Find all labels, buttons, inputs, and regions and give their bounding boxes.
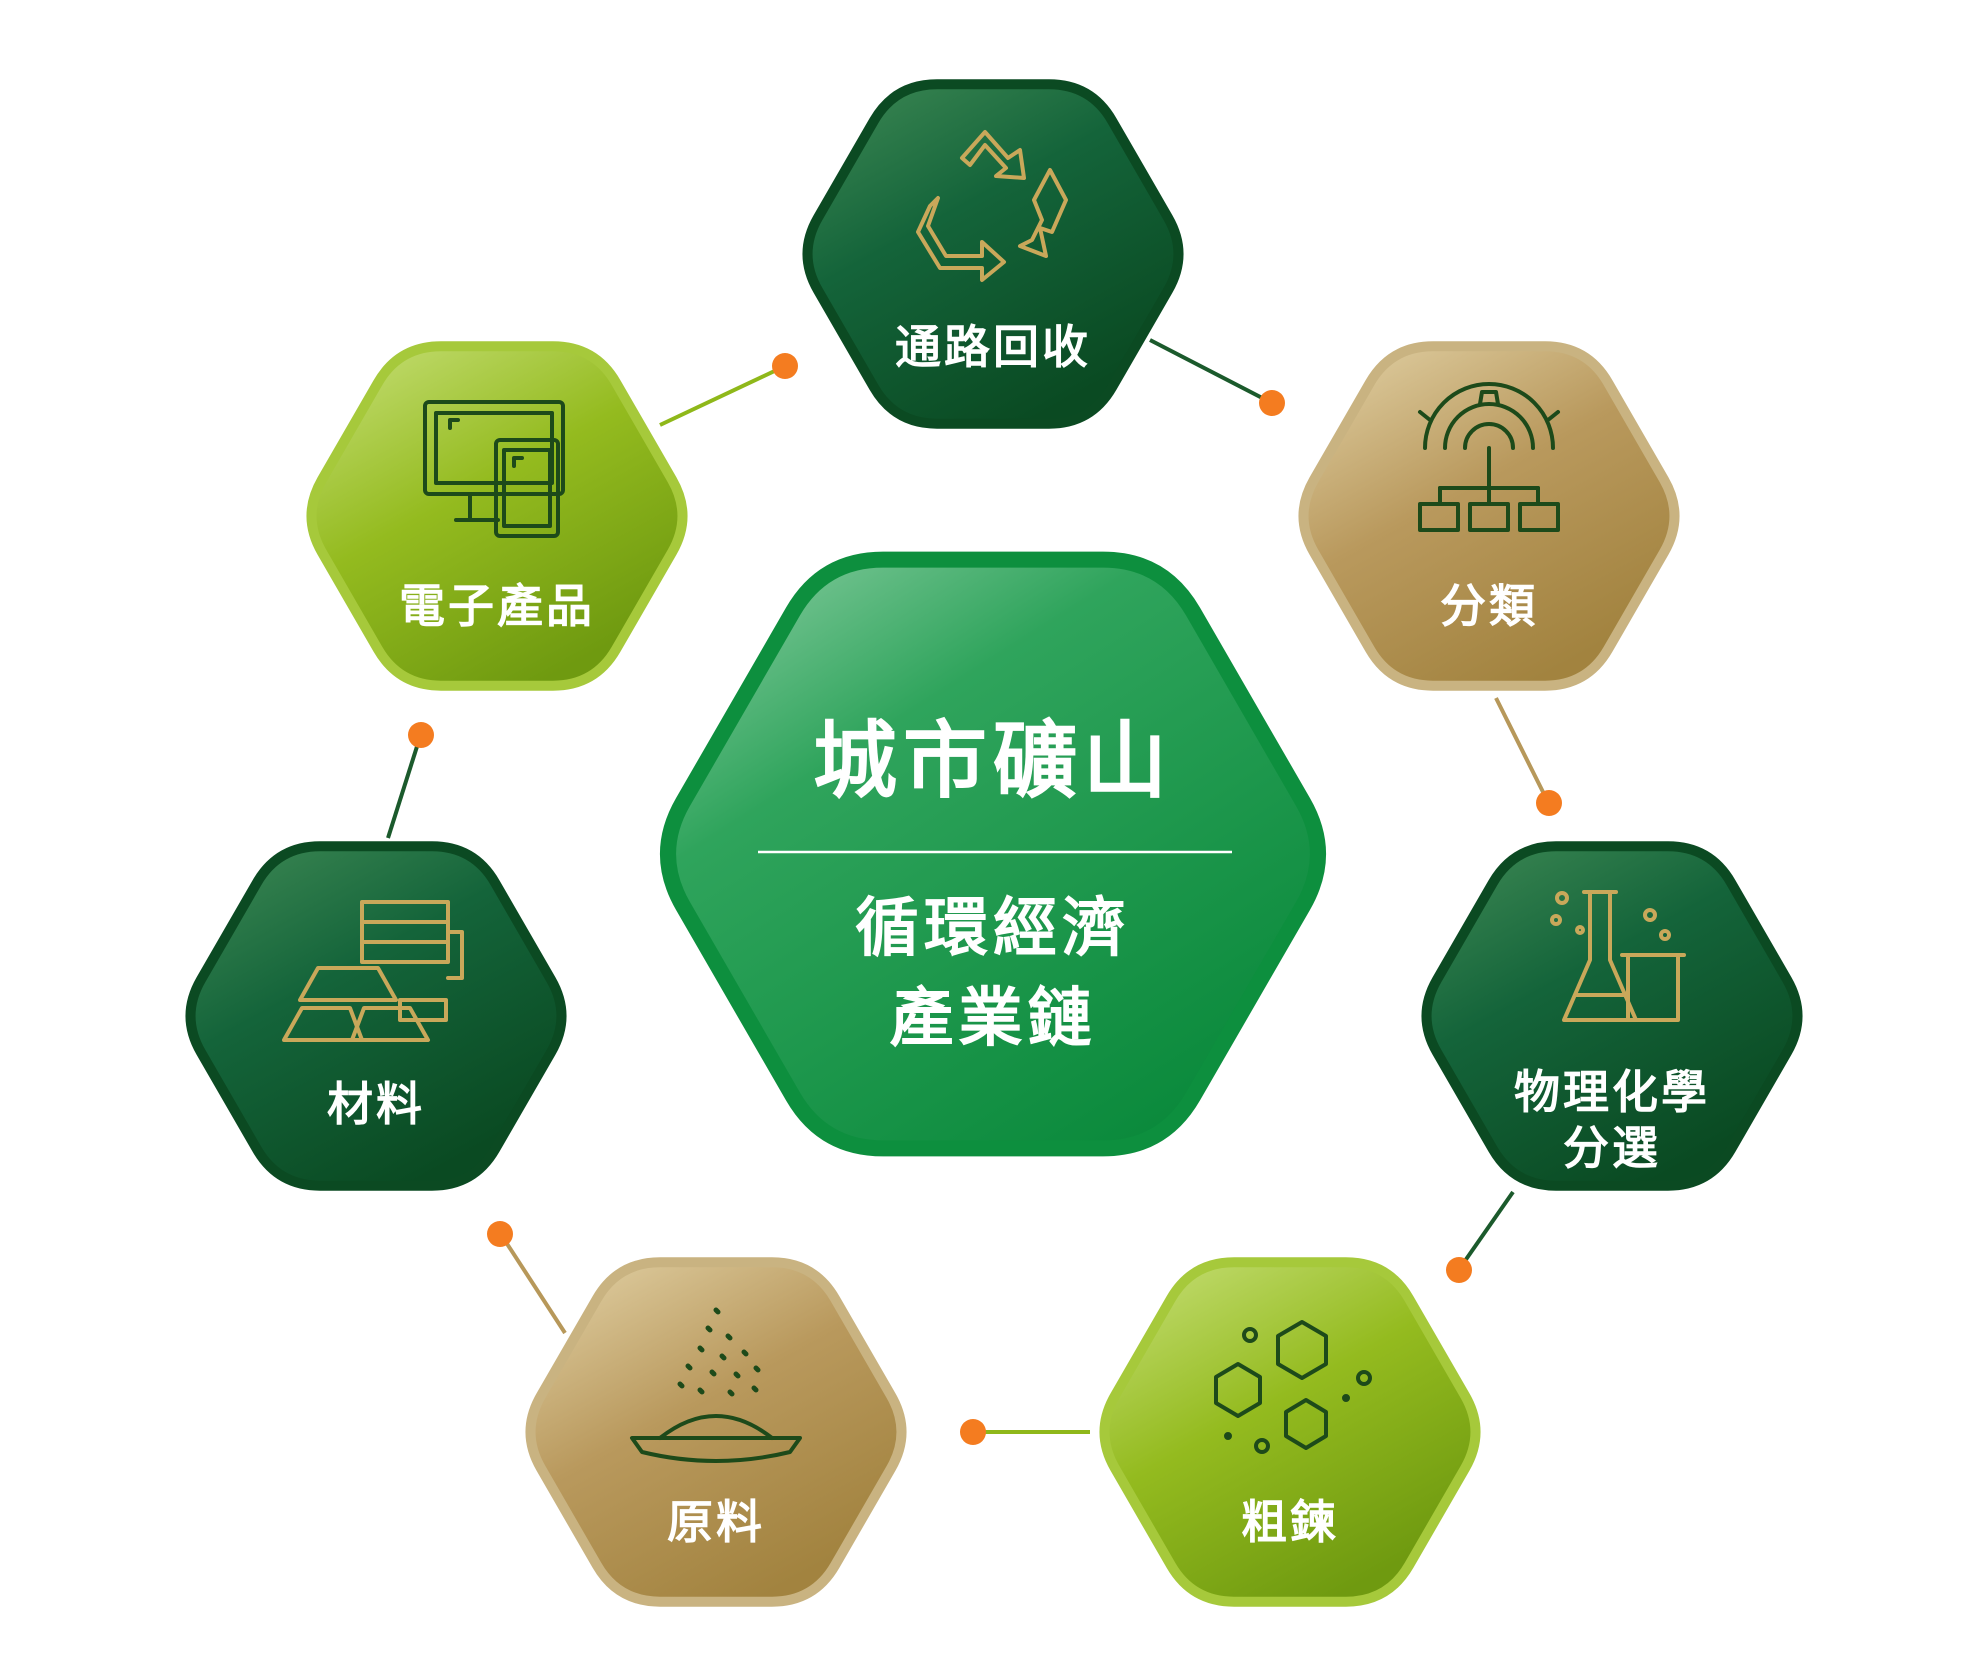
powder-bowl-icon: [630, 1307, 802, 1463]
center-subtitle-line2: 產業鏈: [890, 982, 1097, 1056]
connector-dot: [408, 722, 434, 748]
molecules-icon: [1214, 1320, 1372, 1454]
node-recycle: 通路回收: [802, 79, 1184, 429]
node-lab: 物理化學 分選: [1421, 841, 1803, 1191]
node-smelting: 粗鍊: [1099, 1257, 1481, 1607]
connector-dot: [960, 1419, 986, 1445]
connector-raw-material: [500, 1234, 567, 1335]
connector-dot: [487, 1221, 513, 1247]
connector-material-devices: [386, 736, 422, 839]
connector-recycle-sort: [1149, 338, 1271, 404]
connector-lab-smelt: [1458, 1190, 1515, 1270]
metal-bars-icon: [282, 900, 464, 1042]
center-hexagon: 城市礦山 循環經濟 產業鏈: [660, 551, 1326, 1157]
center-hexagon-shape: [660, 551, 1326, 1157]
hexagon-material: [185, 841, 567, 1191]
connector-sort-lab: [1494, 697, 1549, 801]
node-material: 材料: [185, 841, 567, 1191]
node-label-lab-line1: 物理化學: [1514, 1065, 1710, 1119]
node-label-sorting: 分類: [1440, 579, 1538, 633]
node-sorting: 分類: [1298, 341, 1680, 691]
lab-flask-icon: [1550, 890, 1686, 1022]
center-subtitle-line1: 循環經濟: [855, 892, 1131, 966]
hexagon-lab: [1421, 841, 1803, 1191]
node-label-material: 材料: [327, 1077, 425, 1131]
connector-dot: [772, 353, 798, 379]
connector-devices-recycle: [659, 365, 784, 427]
connector-dot: [1446, 1257, 1472, 1283]
devices-icon: [423, 400, 565, 538]
node-label-lab-line2: 分選: [1563, 1121, 1661, 1175]
connector-dot: [1259, 390, 1285, 416]
center-title: 城市礦山: [813, 712, 1173, 810]
node-raw: 原料: [525, 1257, 907, 1607]
node-label-devices: 電子產品: [399, 579, 595, 633]
node-label-raw: 原料: [667, 1495, 765, 1549]
connector-dot: [1536, 790, 1562, 816]
hexagon-raw: [525, 1257, 907, 1607]
hexagon-sorting: [1298, 341, 1680, 691]
node-devices: 電子產品: [306, 341, 688, 691]
hexagon-smelting: [1099, 1257, 1481, 1607]
sorting-network-icon: [1418, 382, 1560, 532]
node-label-smelting: 粗鍊: [1241, 1495, 1339, 1549]
connectors: [386, 338, 1562, 1445]
node-label-recycle: 通路回收: [895, 320, 1091, 374]
recycle-icon: [916, 130, 1068, 282]
